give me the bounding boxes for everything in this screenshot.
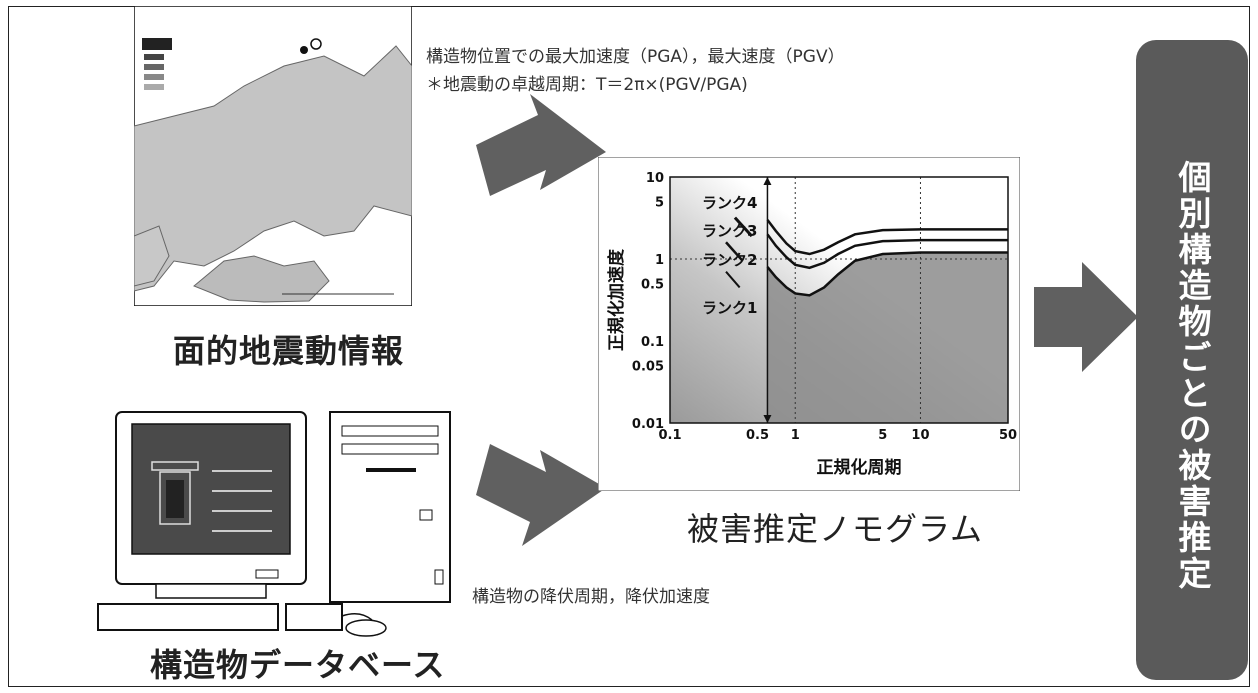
y-tick-label: 0.05 [632, 360, 664, 375]
arrow-map-to-nomogram-icon [476, 94, 606, 196]
x-tick-label: 10 [911, 428, 929, 443]
x-tick-label: 1 [791, 428, 800, 443]
nomogram-caption: 被害推定ノモグラム [687, 510, 984, 548]
series-line-1 [766, 219, 1008, 256]
arrow-database-to-nomogram-icon [476, 444, 606, 546]
series-line-3 [766, 251, 1008, 297]
x-tick-label: 0.5 [746, 428, 769, 443]
y-tick-label: 10 [646, 171, 664, 186]
x-tick-label: 50 [999, 428, 1017, 443]
series-line-2 [766, 233, 1008, 270]
rank-label: ランク1 [702, 299, 757, 317]
computer-illustration [97, 411, 451, 637]
yield-note: 構造物の降伏周期，降伏加速度 [472, 587, 710, 607]
diagram-frame [8, 6, 1250, 687]
y-tick-label: 0.1 [641, 335, 664, 350]
rank1-shaded-region [767, 252, 1008, 423]
arrow-up-icon [763, 177, 772, 185]
y-tick-label: 1 [655, 253, 664, 268]
y-tick-label: 5 [655, 196, 664, 211]
arrow-nomogram-to-result-icon [1034, 262, 1138, 372]
x-tick-label: 0.1 [658, 428, 681, 443]
seismic-map [134, 6, 412, 306]
y-tick-label: 0.5 [641, 278, 664, 293]
y-axis-label: 正規化加速度 [606, 248, 627, 351]
pga-pgv-note: 構造物位置での最大加速度（PGA），最大速度（PGV） [426, 47, 845, 67]
rank-marker-3 [733, 216, 753, 238]
result-label: 個別構造物ごとの被害推定 [1173, 160, 1212, 592]
plot-frame [669, 176, 1009, 424]
y-tick-label: 0.01 [632, 417, 664, 432]
map-caption: 面的地震動情報 [173, 332, 405, 370]
rank-label: ランク4 [702, 194, 757, 212]
arrow-down-icon [763, 415, 772, 423]
rank-marker-2 [725, 241, 744, 262]
x-axis-label: 正規化周期 [817, 457, 902, 478]
database-caption: 構造物データベース [150, 646, 446, 684]
result-panel: 個別構造物ごとの被害推定 [1136, 40, 1248, 680]
x-tick-label: 5 [878, 428, 887, 443]
rank-marker-1 [725, 271, 741, 289]
rank-label: ランク2 [702, 251, 757, 269]
period-formula-note: ＊地震動の卓越周期：T＝2π×(PGV/PGA) [426, 75, 748, 95]
